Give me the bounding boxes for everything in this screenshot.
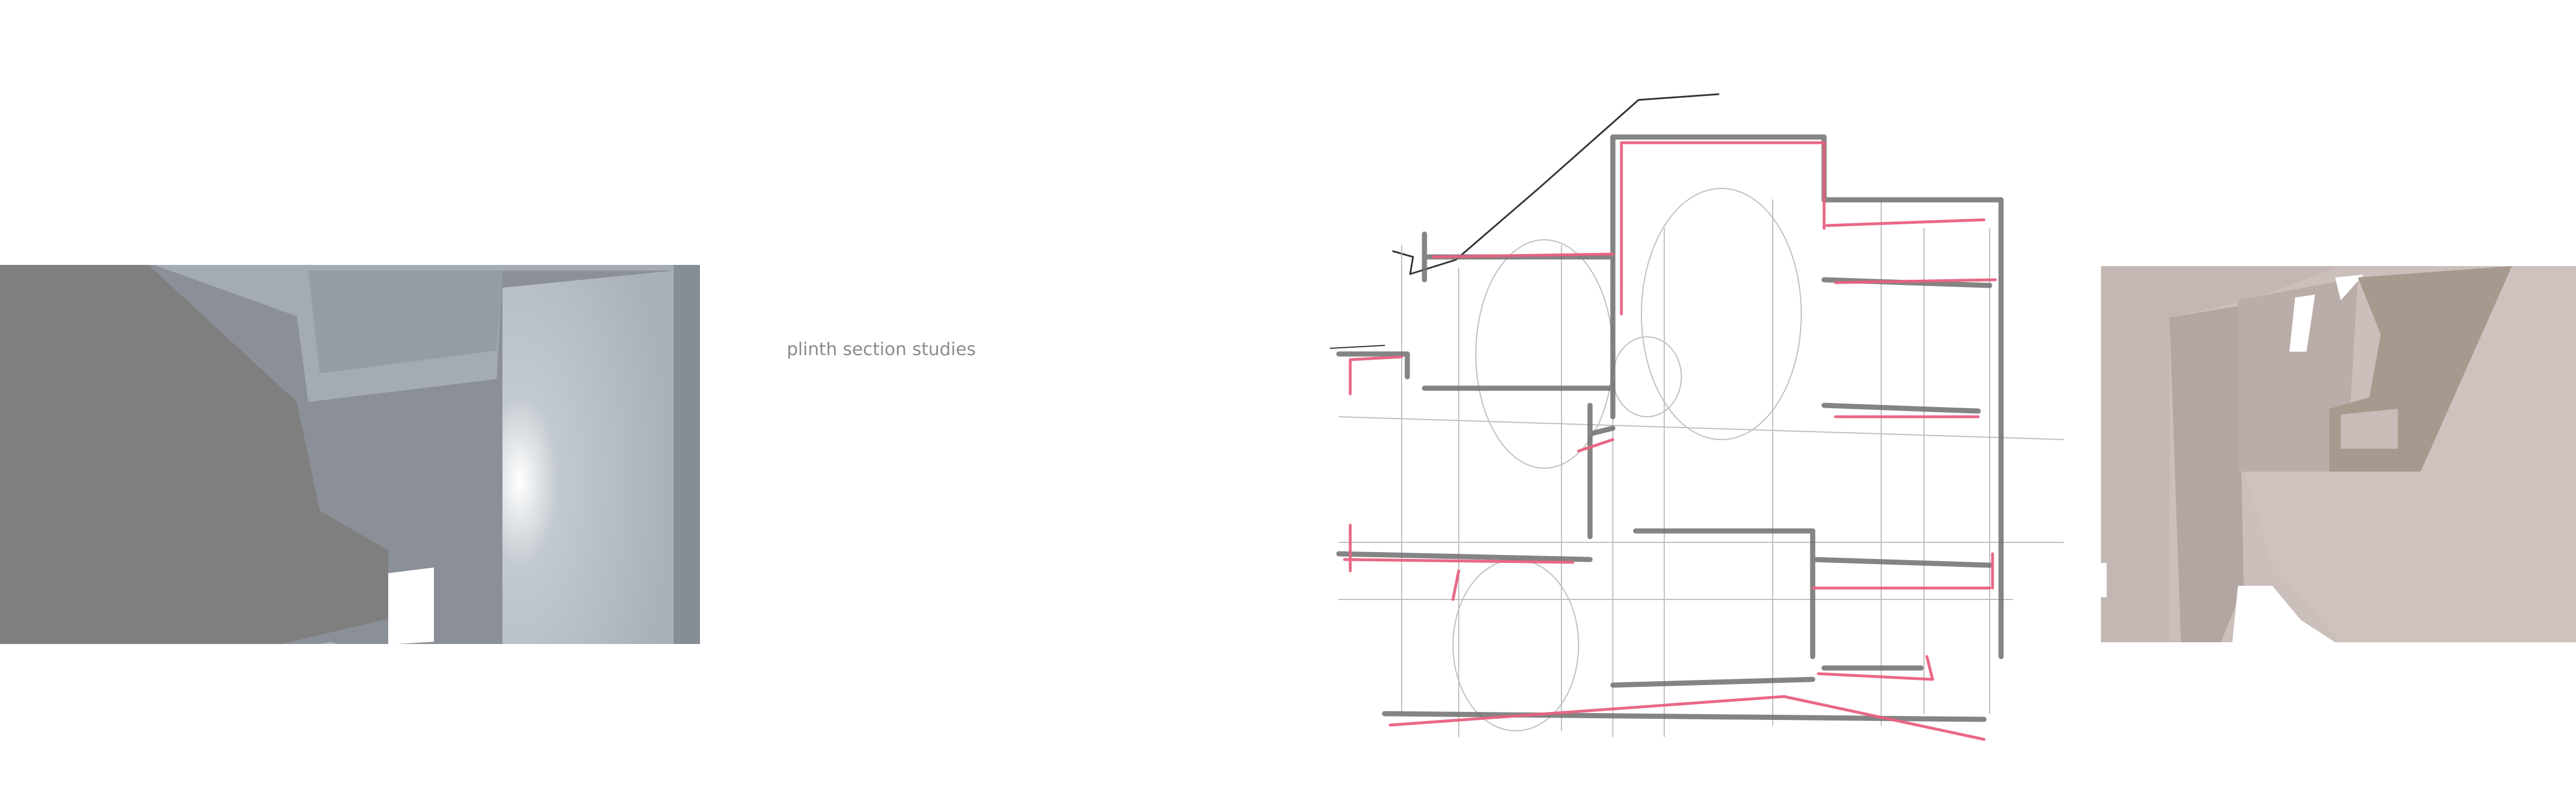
render-image-left [0,265,700,644]
sketch-drawing [1330,93,2064,741]
render-illustration [0,265,700,644]
caption-text: plinth section studies [787,339,976,360]
section-sketch [1327,86,2064,794]
model-photo-right [2101,266,2576,642]
model-photo-illustration [2101,266,2576,642]
